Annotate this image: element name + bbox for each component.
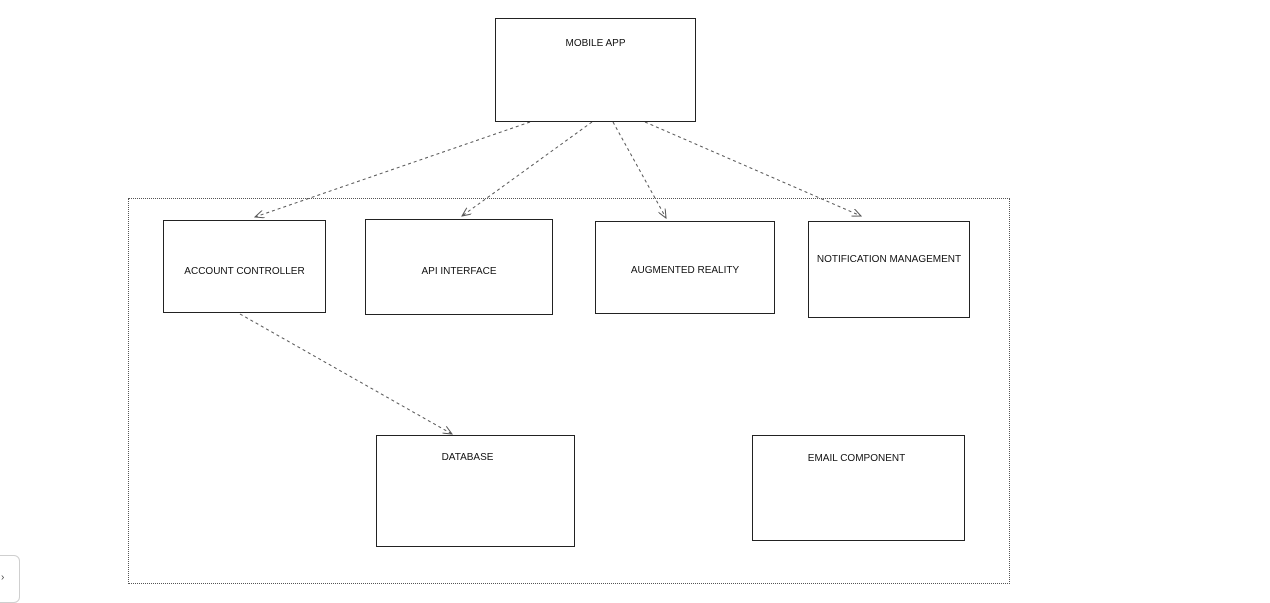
node-label: AUGMENTED REALITY xyxy=(630,265,740,276)
node-label: ACCOUNT CONTROLLER xyxy=(184,266,305,277)
node-mobile-app[interactable]: MOBILE APP xyxy=(495,18,696,122)
chevron-right-icon: › xyxy=(1,572,5,583)
node-label: MOBILE APP xyxy=(565,38,626,49)
node-email-component[interactable]: EMAIL COMPONENT xyxy=(752,435,965,541)
node-notification-management[interactable]: NOTIFICATION MANAGEMENT xyxy=(808,221,970,318)
node-augmented-reality[interactable]: AUGMENTED REALITY xyxy=(595,221,775,314)
node-api-interface[interactable]: API INTERFACE xyxy=(365,219,553,315)
node-label: DATABASE xyxy=(441,452,494,463)
node-label: EMAIL COMPONENT xyxy=(807,453,906,464)
system-boundary xyxy=(128,198,1010,584)
node-label: API INTERFACE xyxy=(421,266,497,277)
node-label: NOTIFICATION MANAGEMENT xyxy=(816,254,962,265)
node-database[interactable]: DATABASE xyxy=(376,435,575,547)
sidebar-toggle-button[interactable]: › xyxy=(0,555,20,603)
node-account-controller[interactable]: ACCOUNT CONTROLLER xyxy=(163,220,326,313)
